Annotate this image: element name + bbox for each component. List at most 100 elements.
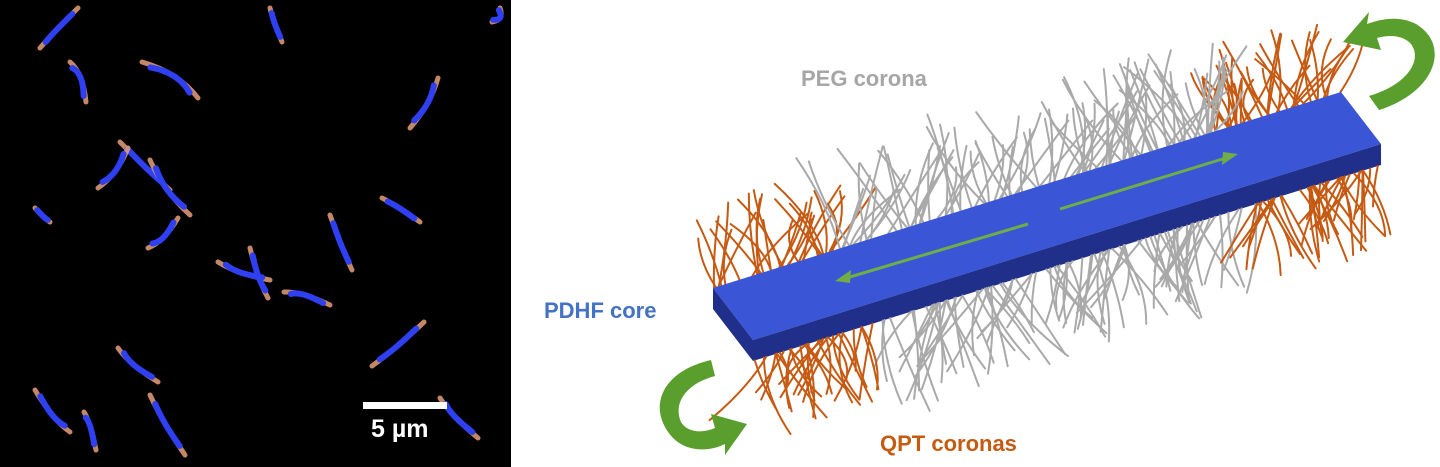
polymer-strand [1259,43,1299,107]
polymer-strand [1300,180,1328,246]
scale-bar-label: 5 µm [371,415,429,443]
polymer-strand [1153,70,1198,139]
pdhf-core [713,92,1381,361]
polymer-strand [1310,185,1321,259]
polymer-strand [785,348,793,409]
polymer-strand [760,352,777,401]
fluorescence-micrograph: 5 µm [0,0,511,467]
polymer-strand [1001,115,1020,199]
polymer-strand [1123,66,1192,140]
pdhf-core-label: PDHF core [544,298,657,323]
fiber-core [249,252,269,294]
polymer-strand [1076,254,1094,330]
polymer-strand [1070,127,1110,178]
polymer-strand [961,294,995,364]
polymer-strand [1118,89,1171,147]
polymer-strand [1326,46,1350,98]
polymer-strand [1292,23,1319,108]
fiber-core [121,350,155,380]
polymer-strand [813,190,828,254]
polymer-strand [803,343,833,395]
polymer-strand [1129,69,1159,151]
polymer-strand [1270,29,1282,113]
polymer-strand [1206,42,1214,135]
polymer-strand [774,198,821,256]
peg-corona-back [795,42,1248,250]
micrograph-fibers [32,5,504,458]
polymer-strand [852,328,868,388]
polymer-strand [1111,247,1169,316]
polymer-strand [858,162,908,229]
polymer-strand [806,343,846,389]
polymer-strand [1049,267,1061,322]
polymer-strand [1245,203,1258,294]
polymer-strand [1209,65,1226,134]
polymer-strand [836,147,898,232]
rotation-arrow-icon [1343,12,1435,110]
fiber-core [149,219,177,247]
polymer-strand [950,161,980,215]
polymer-strand [975,111,1038,189]
polymer-strand [708,355,768,422]
polymer-strand [1290,44,1351,109]
polymer-strand [945,299,987,370]
polymer-strand [1039,119,1094,187]
polymer-strand [1372,165,1379,208]
polymer-strand [807,160,851,247]
polymer-strand [1336,177,1353,230]
polymer-strand [925,126,986,205]
polymer-strand [775,352,828,419]
polymer-strand [1325,181,1340,235]
polymer-strand [918,288,984,364]
polymer-strand [1352,170,1361,221]
polymer-strand [1133,61,1175,146]
polymer-strand [715,220,762,275]
polymer-strand [898,299,947,359]
polymer-strand [946,286,990,373]
pdhf-core-top-face [713,92,1381,340]
polymer-strand [1227,211,1246,288]
polymer-strand [1266,33,1283,116]
fiber-core [384,198,418,222]
polymer-strand [953,126,973,209]
polymer-strand [910,149,955,227]
polymer-strand [1185,224,1191,303]
polymer-strand [886,153,911,228]
polymer-strand [1318,183,1323,232]
polymer-strand [1090,244,1126,309]
polymer-strand [1123,73,1152,153]
polymer-strand [1153,234,1172,292]
polymer-strand [1218,49,1231,129]
polymer-strand [1311,185,1349,263]
polymer-strand [778,201,808,269]
micelle-diagram: PEG corona PDHF core QPT coronas [511,0,1440,467]
polymer-strand [808,211,823,256]
polymer-strand [1062,262,1069,324]
polymer-strand [983,287,1031,361]
polymer-strand [1160,222,1195,288]
polymer-strand [1219,214,1224,289]
polymer-strand [1299,189,1330,245]
fiber-core [490,7,504,23]
polymer-strand [826,202,839,252]
polymer-strand [827,336,849,381]
polymer-strand [1118,245,1148,325]
polymer-strand [1101,71,1139,168]
polymer-strand [1169,71,1176,145]
fiber-core [442,401,476,435]
polymer-strand [913,309,920,392]
pdhf-core-front-face [713,288,753,361]
polymer-strand [1043,117,1056,183]
fiber-core [153,165,187,210]
polymer-strand [1112,108,1134,159]
polymer-strand [882,145,903,231]
polymer-strand [779,339,821,399]
polymer-strand [1161,49,1172,148]
polymer-strand [1245,202,1258,271]
polymer-strand [831,335,860,401]
polymer-strand [1279,195,1317,270]
polymer-strand [1108,84,1151,166]
polymer-strand [969,150,987,204]
polymer-strand [1061,78,1123,162]
polymer-strand [717,211,757,288]
